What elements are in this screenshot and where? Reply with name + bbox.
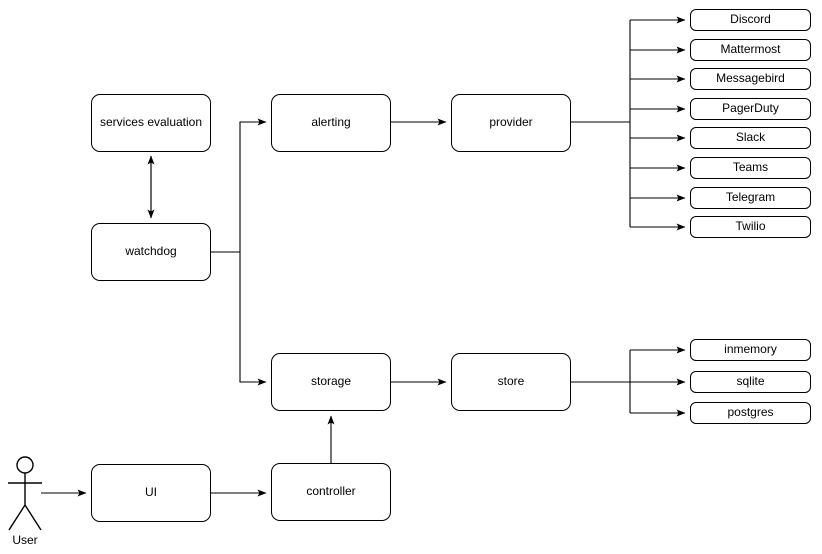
node-provider-pagerduty[interactable]: PagerDuty: [690, 98, 811, 120]
node-provider-mattermost[interactable]: Mattermost: [690, 39, 811, 61]
node-provider-slack[interactable]: Slack: [690, 127, 811, 149]
node-store[interactable]: store: [451, 353, 571, 411]
node-provider-discord[interactable]: Discord: [690, 9, 811, 31]
node-watchdog-label: watchdog: [125, 244, 177, 259]
node-ui-label: UI: [145, 485, 157, 500]
node-store-inmemory-label: inmemory: [724, 342, 777, 357]
node-provider-mattermost-label: Mattermost: [720, 42, 781, 57]
node-watchdog[interactable]: watchdog: [91, 223, 211, 281]
node-services-evaluation-label: services evaluation: [99, 115, 203, 130]
node-alerting-label: alerting: [311, 115, 351, 130]
node-provider-discord-label: Discord: [730, 12, 771, 27]
node-store-label: store: [497, 374, 525, 389]
node-controller[interactable]: controller: [271, 463, 391, 521]
node-store-sqlite-label: sqlite: [736, 374, 765, 389]
node-store-postgres-label: postgres: [727, 405, 774, 420]
node-alerting[interactable]: alerting: [271, 94, 391, 152]
node-provider-telegram-label: Telegram: [725, 190, 776, 205]
node-provider-slack-label: Slack: [735, 130, 766, 145]
node-provider-twilio[interactable]: Twilio: [690, 216, 811, 238]
node-provider-pagerduty-label: PagerDuty: [722, 101, 779, 116]
edge-watchdog-to-storage: [239, 252, 267, 386]
user-actor-icon: [8, 456, 42, 531]
node-provider-messagebird-label: Messagebird: [716, 71, 785, 86]
node-provider-twilio-label: Twilio: [735, 219, 766, 234]
node-storage-label: storage: [310, 374, 352, 389]
node-provider-teams[interactable]: Teams: [690, 157, 811, 179]
user-actor-label: User: [12, 533, 38, 547]
node-provider-telegram[interactable]: Telegram: [690, 187, 811, 209]
node-provider-label: provider: [489, 115, 533, 130]
node-store-postgres[interactable]: postgres: [690, 402, 811, 424]
node-store-inmemory[interactable]: inmemory: [690, 339, 811, 361]
node-provider-teams-label: Teams: [732, 160, 769, 175]
node-services-evaluation[interactable]: services evaluation: [91, 94, 211, 152]
node-storage[interactable]: storage: [271, 353, 391, 411]
node-provider-messagebird[interactable]: Messagebird: [690, 68, 811, 90]
node-controller-label: controller: [306, 484, 356, 499]
node-store-sqlite[interactable]: sqlite: [690, 371, 811, 393]
node-provider[interactable]: provider: [451, 94, 571, 152]
node-ui[interactable]: UI: [91, 464, 211, 522]
edge-watchdog-to-alerting: [239, 118, 267, 252]
